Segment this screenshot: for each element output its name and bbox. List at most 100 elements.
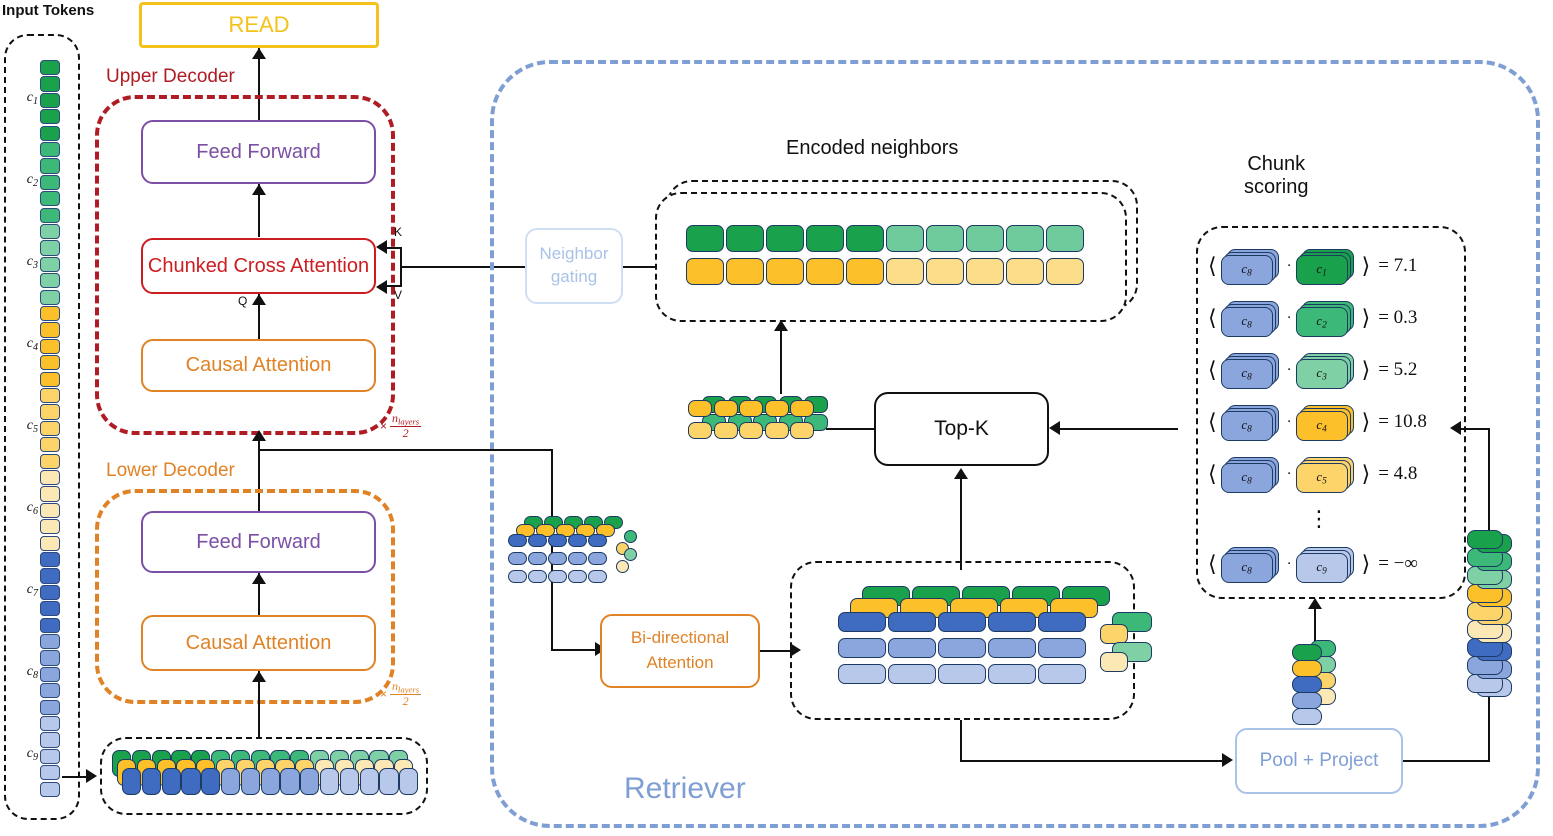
upper-feed-forward-box[interactable]: Feed Forward <box>141 120 376 184</box>
encoded-neighbor-token <box>886 225 924 252</box>
scoring-bra: ⟨ <box>1208 461 1217 486</box>
scoring-dot: · <box>1286 309 1292 326</box>
bidir-output-token <box>888 612 936 632</box>
bidirectional-attention-box[interactable]: Bi-directional Attention <box>600 614 760 688</box>
input-sequence-token <box>320 768 340 795</box>
bidirectional-label-2: Attention <box>646 653 714 672</box>
line-bidirout-to-topk <box>960 472 962 570</box>
bidir-output-token <box>988 638 1036 658</box>
input-token <box>40 92 60 108</box>
bidir-output-token <box>888 638 936 658</box>
input-token <box>40 322 60 338</box>
neighbor-gating-box[interactable]: Neighbor gating <box>525 228 623 304</box>
scoring-right-chunk-pill: c2 <box>1295 307 1348 337</box>
input-token <box>40 486 60 502</box>
line-decoder-to-bidir-v <box>551 449 553 651</box>
bidir-output-token <box>1038 664 1086 684</box>
lower-decoder-label: Lower Decoder <box>106 460 235 481</box>
upper-feed-forward-label: Feed Forward <box>196 140 321 163</box>
input-token-column <box>40 60 60 798</box>
encoded-neighbor-token <box>766 258 804 285</box>
bidir-input-depth-token <box>616 560 630 573</box>
lower-causal-attention-label: Causal Attention <box>185 631 332 654</box>
input-token <box>40 666 60 682</box>
upper-causal-attention-box[interactable]: Causal Attention <box>141 339 376 392</box>
input-token <box>40 240 60 256</box>
encoded-neighbor-token <box>726 258 764 285</box>
scoring-right-chunk: c3 <box>1295 353 1358 389</box>
encoded-neighbor-token <box>846 258 884 285</box>
scoring-value: = 10.8 <box>1378 411 1427 432</box>
bidir-input-token <box>548 552 567 565</box>
bidir-input-token <box>568 552 587 565</box>
input-token <box>40 716 60 732</box>
encoded-neighbor-token <box>966 225 1004 252</box>
chunk-scoring-row: ⟨c8·c5⟩= 4.8 <box>1208 452 1458 496</box>
chunk-scoring-container <box>1196 226 1466 599</box>
bidir-input-token <box>508 534 527 547</box>
top-k-box[interactable]: Top-K <box>874 392 1049 466</box>
bidirectional-output-stack <box>838 586 1152 696</box>
lower-repeat-num-sub: layers <box>398 684 420 695</box>
input-token <box>40 60 60 76</box>
input-token <box>40 584 60 600</box>
input-token <box>40 256 60 272</box>
arrow-tokens-to-inputseq-head <box>86 769 97 783</box>
bidir-output-token <box>888 664 936 684</box>
input-token <box>40 158 60 174</box>
input-token <box>40 601 60 617</box>
encoded-neighbors-grid <box>686 225 1086 291</box>
bidir-input-token <box>528 534 547 547</box>
input-sequence-token <box>141 768 161 795</box>
read-label: READ <box>228 12 290 37</box>
scoring-left-chunk: c8 <box>1220 547 1283 583</box>
read-box[interactable]: READ <box>139 2 379 48</box>
scoring-left-chunk-pill: c8 <box>1220 359 1273 389</box>
input-token <box>40 453 60 469</box>
pool-output-cascade <box>1288 638 1344 730</box>
input-sequence-token <box>260 768 280 795</box>
input-token <box>40 207 60 223</box>
kv-bracket <box>386 247 402 287</box>
scoring-value: = 0.3 <box>1378 307 1418 328</box>
arrow-lca-to-lff-line <box>258 573 260 615</box>
pool-project-label: Pool + Project <box>1259 750 1379 771</box>
topk-yellow-mid <box>688 422 712 439</box>
input-token <box>40 650 60 666</box>
input-token <box>40 142 60 158</box>
encoded-neighbors-title: Encoded neighbors <box>786 137 959 159</box>
topk-yellow-mid <box>739 422 763 439</box>
encoded-neighbor-token <box>966 258 1004 285</box>
q-label: Q <box>238 294 248 308</box>
arrow-bidir-to-output-head <box>790 643 801 657</box>
lower-feed-forward-box[interactable]: Feed Forward <box>141 511 376 573</box>
scoring-value: = −∞ <box>1378 553 1418 574</box>
input-token <box>40 338 60 354</box>
input-token <box>40 388 60 404</box>
scoring-right-chunk-pill: c3 <box>1295 359 1348 389</box>
chunk-scoring-row: ⟨c8·c3⟩= 5.2 <box>1208 348 1458 392</box>
scoring-dot: · <box>1286 361 1292 378</box>
input-token <box>40 420 60 436</box>
scoring-value: = 7.1 <box>1378 255 1418 276</box>
line-bidir-to-output <box>760 650 792 652</box>
pool-project-box[interactable]: Pool + Project <box>1235 728 1403 794</box>
lower-causal-attention-box[interactable]: Causal Attention <box>141 615 376 671</box>
line-scoring-to-topk <box>1060 428 1178 430</box>
input-token <box>40 125 60 141</box>
scoring-ket: ⟩ <box>1361 357 1371 382</box>
arrow-bidirout-to-topk-head <box>954 468 968 479</box>
chunk-scoring-row: ⟨c8·c4⟩= 10.8 <box>1208 400 1458 444</box>
chunk-scoring-title-2: scoring <box>1244 176 1309 198</box>
input-sequence-token <box>201 768 221 795</box>
chunk-embedding-cascade-right <box>1455 530 1525 702</box>
pool-output-pill <box>1292 660 1322 677</box>
scoring-ellipsis: ⋮ <box>1308 506 1330 531</box>
bidir-input-token <box>588 570 607 583</box>
arrow-cca-to-ff-line <box>258 184 260 237</box>
scoring-ket: ⟩ <box>1361 253 1371 278</box>
input-token <box>40 519 60 535</box>
chunked-cross-attention-box[interactable]: Chunked Cross Attention <box>141 238 376 294</box>
bidir-output-token <box>988 664 1036 684</box>
scoring-bra: ⟨ <box>1208 551 1217 576</box>
